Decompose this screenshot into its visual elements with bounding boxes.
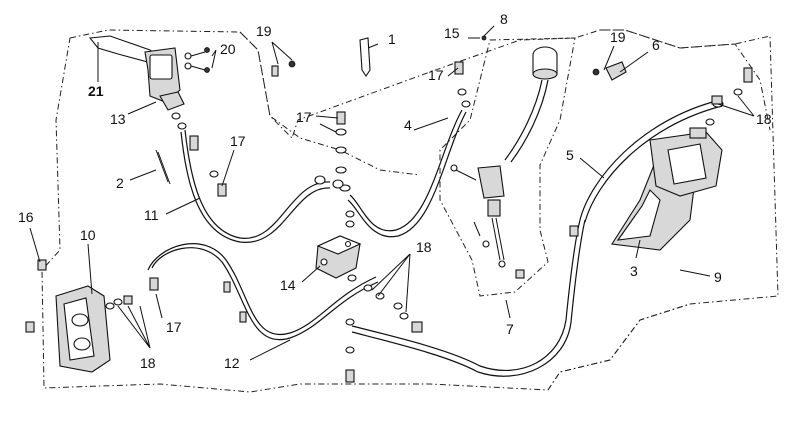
master-cylinder-fittings bbox=[450, 35, 490, 248]
brake-hose-lower bbox=[351, 219, 586, 377]
label-part-1: 1 bbox=[388, 31, 396, 47]
label-part-17-junction: 17 bbox=[296, 109, 312, 125]
label-part-5: 5 bbox=[566, 147, 574, 163]
label-part-18-caliper: 18 bbox=[140, 355, 156, 371]
label-part-18-rear: 18 bbox=[756, 111, 772, 127]
handlebar-lever-assembly bbox=[88, 35, 210, 111]
rear-caliper-boundary bbox=[600, 29, 771, 131]
front-circuit-boundary bbox=[239, 31, 421, 176]
clip-1 bbox=[359, 37, 371, 77]
banjo-washers-junction bbox=[345, 274, 423, 383]
label-part-15: 15 bbox=[444, 25, 460, 41]
brake-hose-4 bbox=[347, 109, 467, 238]
master-cylinder-boundary bbox=[439, 37, 576, 297]
label-part-6: 6 bbox=[652, 37, 660, 53]
label-part-18-junction: 18 bbox=[416, 239, 432, 255]
label-part-19-right: 19 bbox=[610, 29, 626, 45]
label-part-16: 16 bbox=[18, 209, 34, 225]
brake-hose-5 bbox=[579, 99, 723, 223]
label-part-14: 14 bbox=[280, 277, 296, 293]
label-part-9: 9 bbox=[714, 269, 722, 285]
junction-block-14 bbox=[315, 235, 362, 279]
rear-caliper bbox=[649, 127, 723, 197]
label-part-7: 7 bbox=[506, 321, 514, 337]
clip-19-right bbox=[592, 61, 627, 81]
label-part-17-lever: 17 bbox=[230, 133, 246, 149]
label-part-2: 2 bbox=[116, 175, 124, 191]
caliper-bolts-16 bbox=[25, 259, 47, 333]
label-part-20: 20 bbox=[220, 41, 236, 57]
label-part-17-caliper: 17 bbox=[166, 319, 182, 335]
bolt-2 bbox=[155, 149, 171, 185]
brake-hose-11 bbox=[180, 129, 331, 243]
label-part-17-master: 17 bbox=[428, 67, 444, 83]
label-part-3: 3 bbox=[630, 263, 638, 279]
hose-fittings bbox=[223, 95, 723, 323]
brake-hose-12 bbox=[147, 243, 379, 341]
leader-lines bbox=[29, 25, 755, 361]
label-part-21: 21 bbox=[88, 83, 104, 99]
caliper-washers-18 bbox=[105, 277, 159, 310]
label-part-11: 11 bbox=[144, 207, 159, 223]
rear-master-cylinder bbox=[477, 46, 558, 279]
front-caliper-10 bbox=[55, 285, 111, 373]
lower-boundary-line bbox=[547, 303, 691, 391]
label-part-13: 13 bbox=[110, 111, 126, 127]
banjo-washers-lever bbox=[171, 112, 227, 197]
label-part-19-left: 19 bbox=[256, 23, 272, 39]
banjo-bolt-stack-17 bbox=[335, 111, 355, 228]
label-part-10: 10 bbox=[80, 227, 96, 243]
part-labels: 1 2 3 4 5 6 7 8 9 10 11 12 13 14 15 16 1… bbox=[18, 11, 772, 371]
label-part-8: 8 bbox=[500, 11, 508, 27]
label-part-12: 12 bbox=[224, 355, 240, 371]
assembly-boundary bbox=[41, 29, 779, 393]
bolt-19-left bbox=[271, 60, 296, 77]
label-part-4: 4 bbox=[404, 117, 412, 133]
